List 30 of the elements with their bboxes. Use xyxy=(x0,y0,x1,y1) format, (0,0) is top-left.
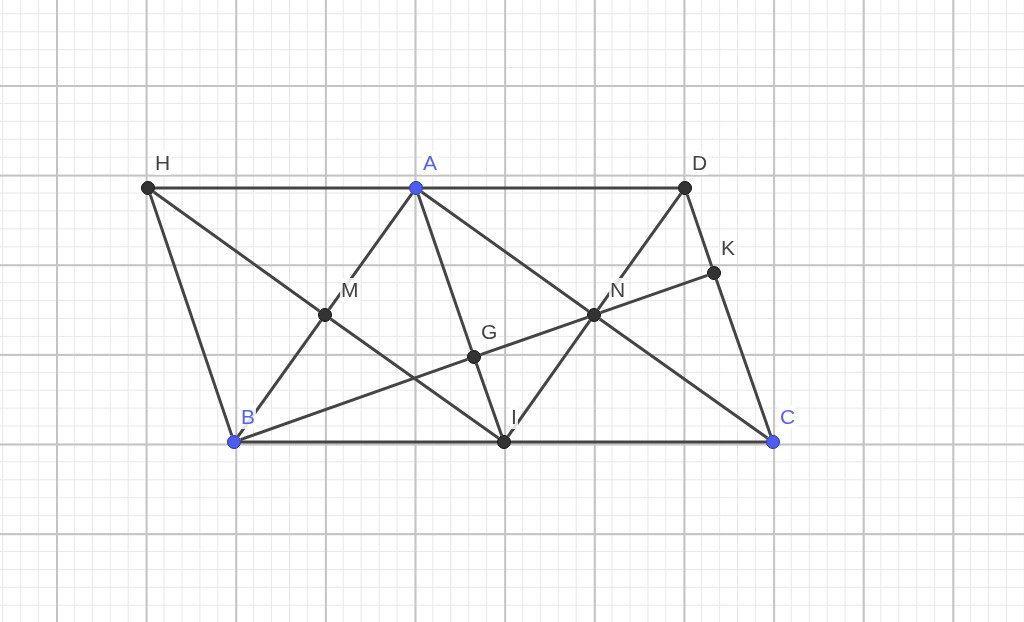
point-label: M xyxy=(340,278,360,302)
line-segment xyxy=(480,315,588,357)
point-label: A xyxy=(422,151,438,175)
line-segment xyxy=(714,279,773,436)
point xyxy=(318,278,362,322)
line-segment xyxy=(416,194,474,351)
line-segment xyxy=(155,186,409,190)
line-segment xyxy=(511,440,766,444)
line-segment xyxy=(241,440,497,444)
point-label: N xyxy=(609,278,627,302)
line-segment xyxy=(152,190,321,313)
line-segment xyxy=(240,357,468,442)
point-label: H xyxy=(154,151,172,175)
line-segment xyxy=(423,186,678,190)
line-segment xyxy=(329,317,500,440)
line-segment xyxy=(685,194,714,267)
line-segment xyxy=(596,192,683,311)
line-segment xyxy=(598,317,769,440)
line-segment xyxy=(600,273,708,315)
line-segment xyxy=(236,319,323,438)
line-segment xyxy=(506,319,592,438)
line-segment xyxy=(327,192,414,311)
point-label: C xyxy=(779,405,797,429)
line-segment xyxy=(420,190,590,313)
line-segment xyxy=(474,363,504,436)
point-label: I xyxy=(510,405,518,429)
point-label: B xyxy=(240,405,256,429)
point-label: G xyxy=(480,320,499,344)
line-segment xyxy=(148,194,234,436)
point-label: D xyxy=(691,151,709,175)
